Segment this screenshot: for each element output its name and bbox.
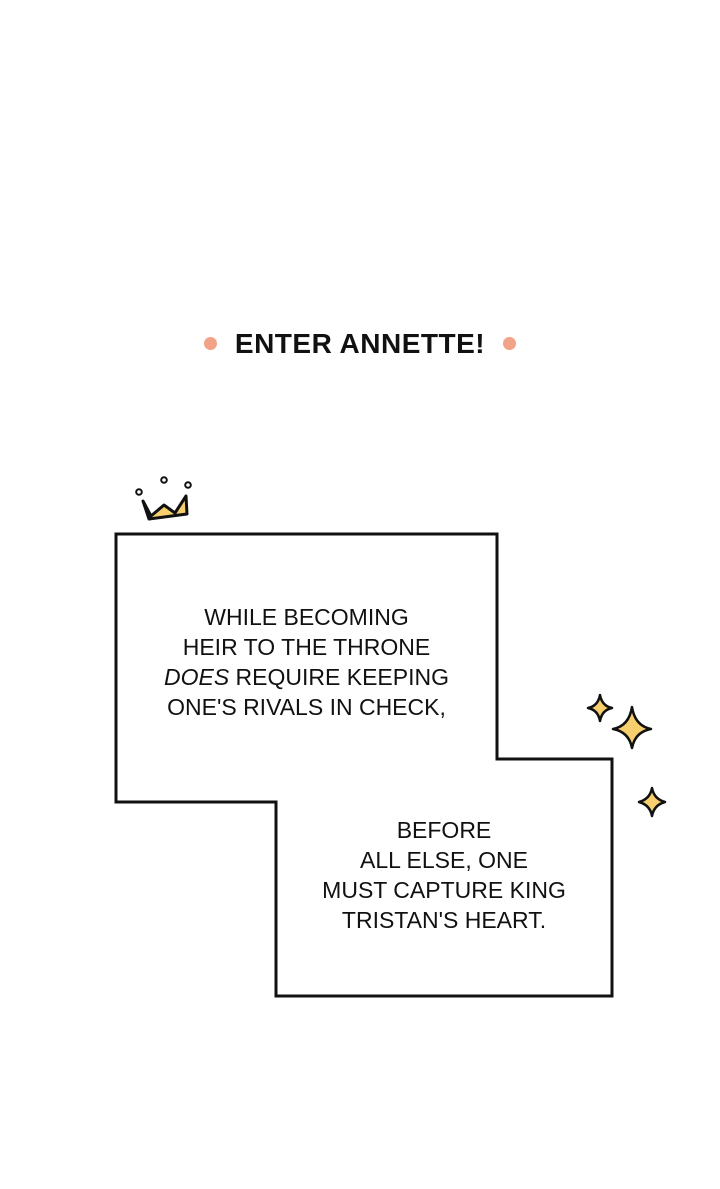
caption-line: WHILE BECOMING [204, 604, 409, 630]
caption-line-rest: REQUIRE KEEPING [229, 664, 449, 690]
title-text: ENTER ANNETTE! [234, 328, 486, 359]
dot-left-icon [203, 337, 217, 351]
caption-line: HEIR TO THE THRONE [182, 634, 431, 660]
sparkle-icon [611, 705, 653, 750]
caption-line: DOES REQUIRE KEEPING [116, 662, 497, 692]
caption-text-2: BEFORE ALL ELSE, ONE MUST CAPTURE KING T… [276, 815, 612, 935]
emphasis-text: DOES [163, 664, 230, 690]
chapter-title: ENTER ANNETTE! [0, 328, 720, 360]
caption-text-1: WHILE BECOMING HEIR TO THE THRONE DOES R… [116, 602, 497, 722]
caption-line: BEFORE [396, 817, 492, 843]
dot-right-icon [503, 337, 517, 351]
crown-icon [135, 476, 192, 521]
caption-line: ALL ELSE, ONE [360, 847, 528, 873]
caption-line: ONE'S RIVALS IN CHECK, [167, 694, 446, 720]
caption-line: MUST CAPTURE KING [322, 877, 566, 903]
caption-line: TRISTAN'S HEART. [341, 907, 547, 933]
caption-box [114, 532, 614, 998]
sparkle-icon [586, 693, 614, 723]
sparkle-icon [637, 786, 667, 818]
